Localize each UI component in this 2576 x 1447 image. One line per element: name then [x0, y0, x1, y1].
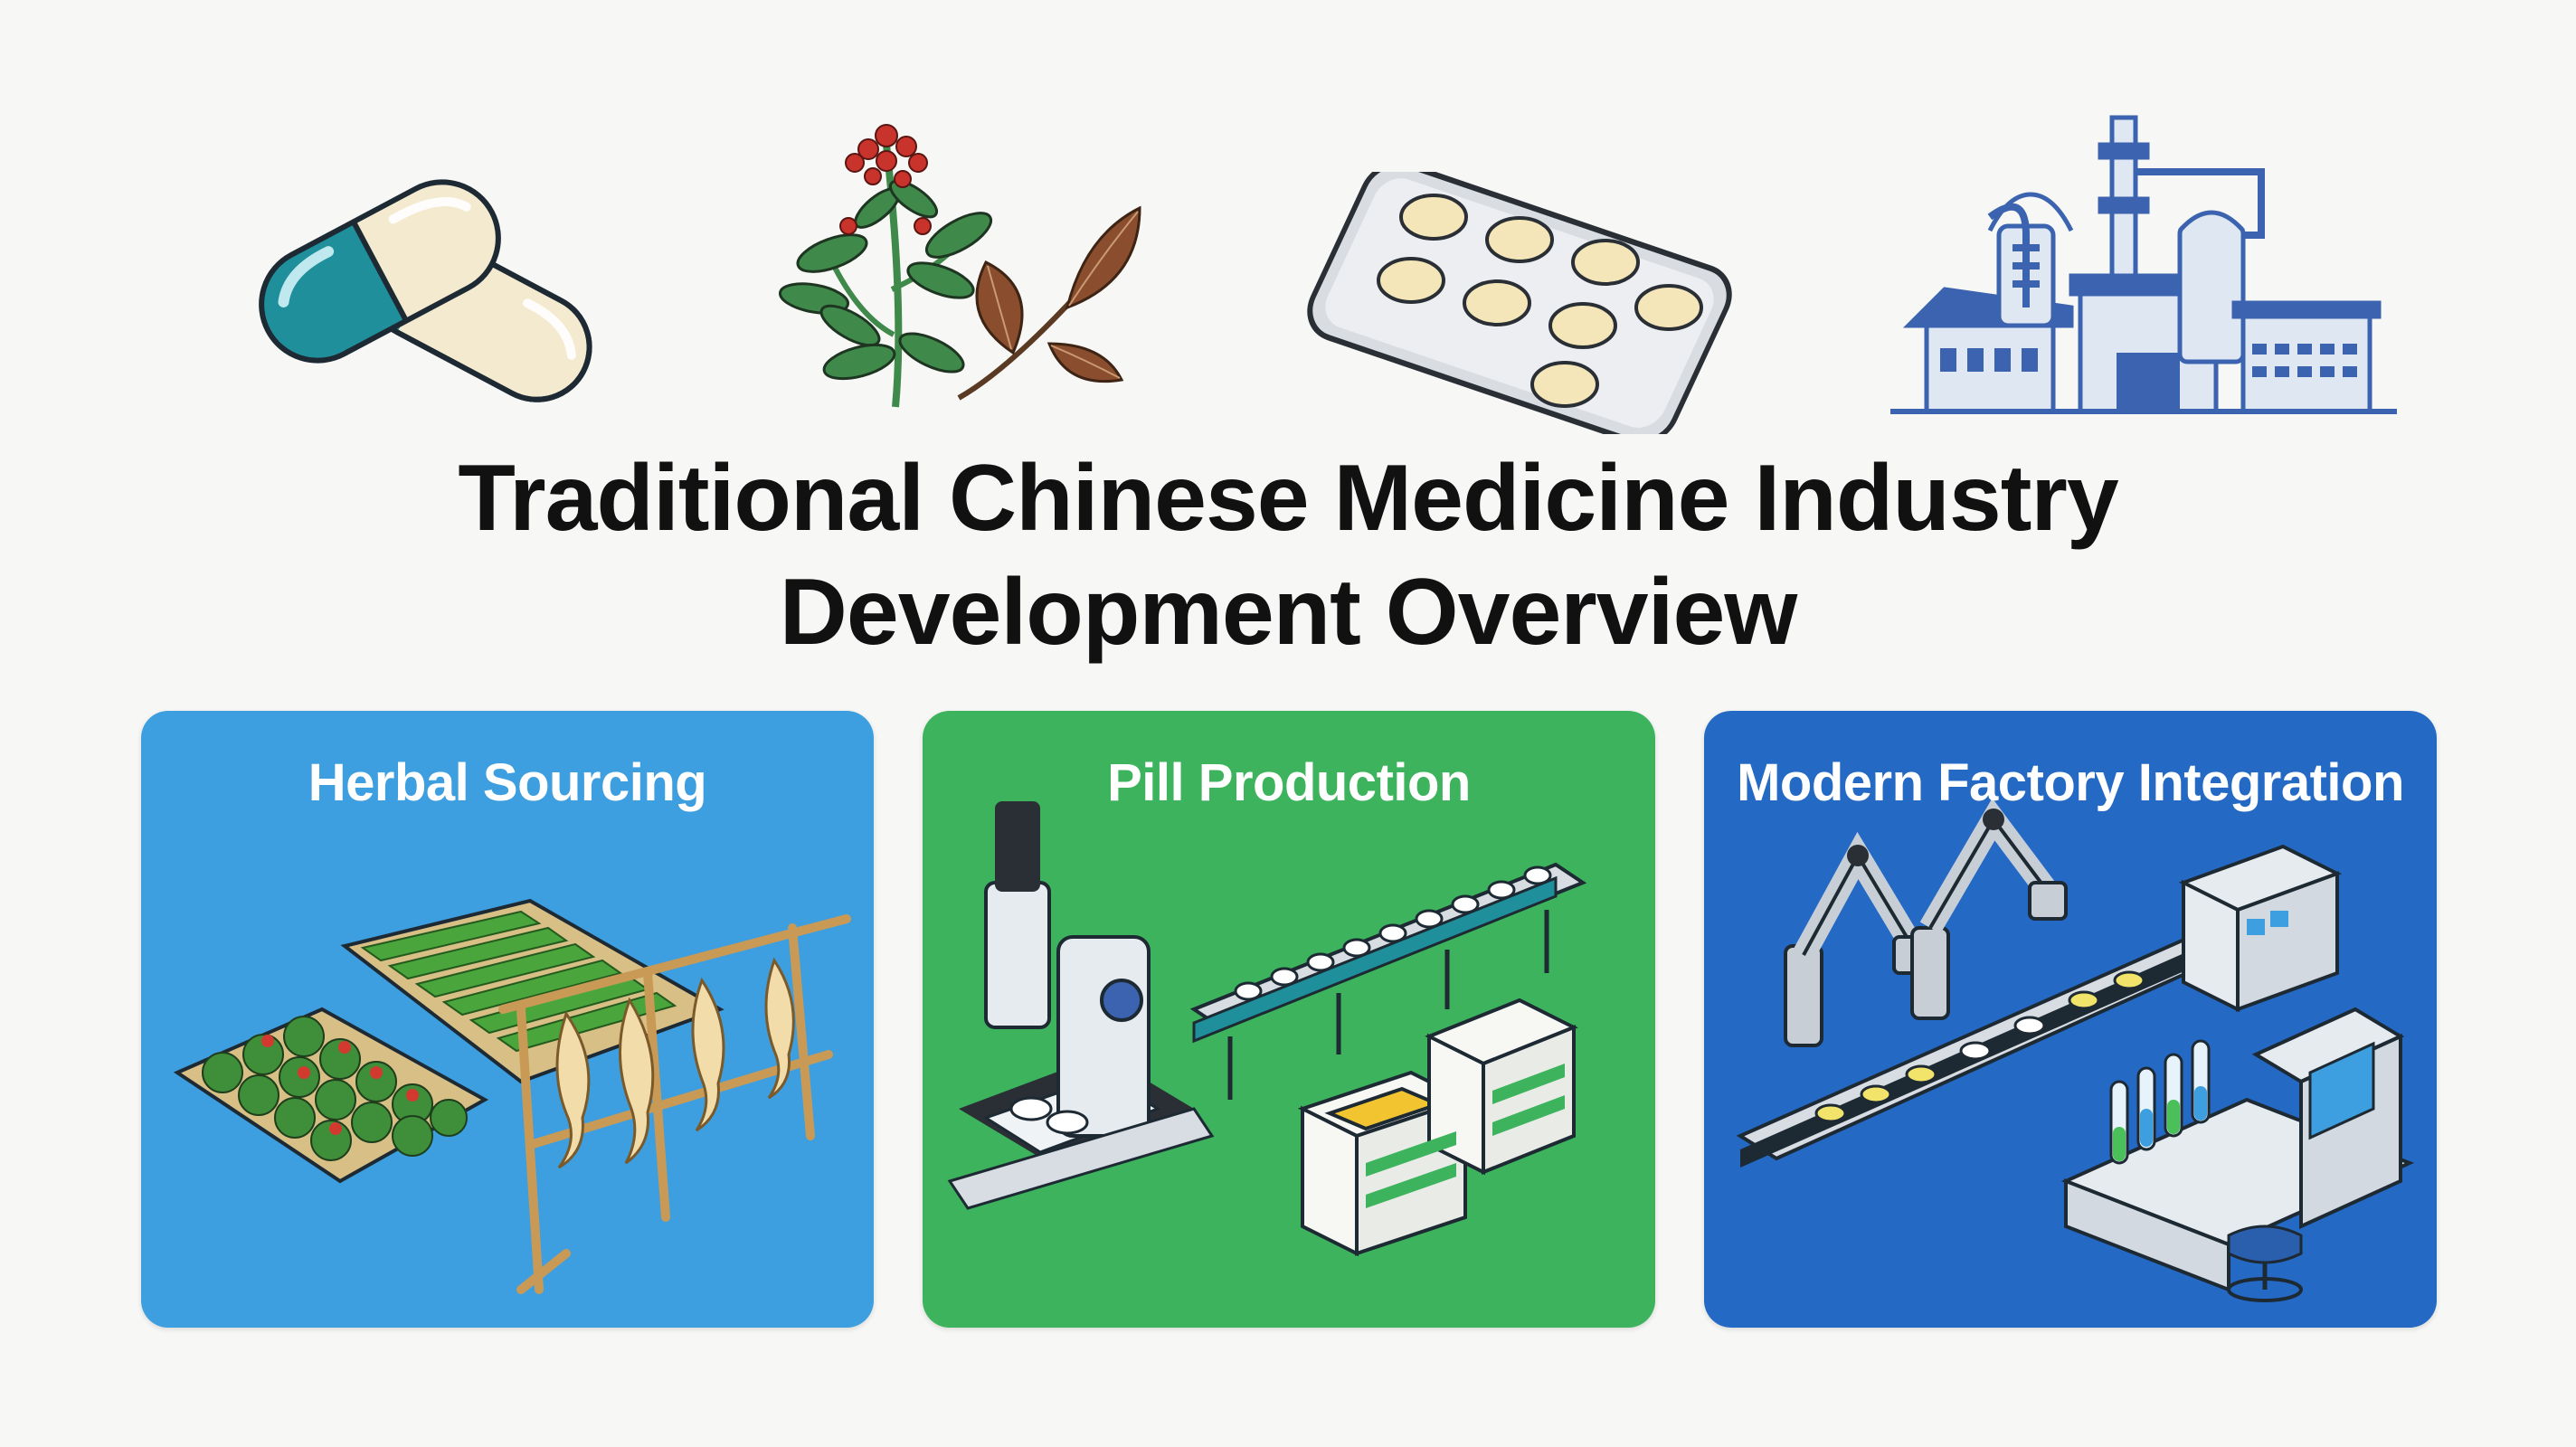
card-pill-production: Pill Production: [923, 711, 1655, 1328]
card-herbal-sourcing: Herbal Sourcing: [141, 711, 874, 1328]
capsule-icon: [259, 179, 592, 402]
top-icon-row: [0, 0, 2576, 434]
blister-pack-icon: [1307, 172, 1732, 434]
card-title-pill-production: Pill Production: [1107, 753, 1471, 812]
card-modern-factory-integration: Modern Factory Integration: [1704, 711, 2437, 1328]
factory-icon: [1890, 115, 2397, 414]
title-line-2: Development Overview: [779, 560, 1797, 665]
card-title-modern-factory-integration: Modern Factory Integration: [1737, 753, 2404, 812]
robotic-assembly-lab-illustration: [1736, 798, 2415, 1302]
herb-farm-drying-rack-illustration: [173, 898, 851, 1294]
title-line-1: Traditional Chinese Medicine Industry: [458, 446, 2118, 551]
microscope-conveyor-boxes-illustration: [947, 801, 1587, 1257]
herb-plant-icon: [778, 124, 1141, 408]
card-title-herbal-sourcing: Herbal Sourcing: [308, 753, 707, 812]
page-title: Traditional Chinese Medicine Industry De…: [0, 441, 2576, 669]
